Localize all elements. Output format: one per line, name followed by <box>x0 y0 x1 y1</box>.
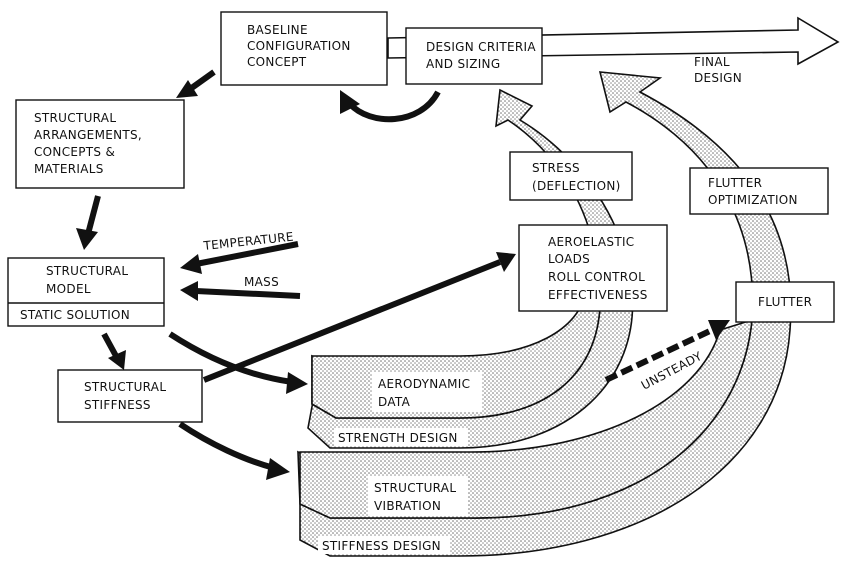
stiffness-band-face <box>299 318 753 519</box>
vibration-line-2: VIBRATION <box>374 499 441 513</box>
flutter-optimization-box: FLUTTER OPTIMIZATION <box>689 167 829 215</box>
stress-box: STRESS (DEFLECTION) <box>509 151 633 201</box>
strength-design-label: STRENGTH DESIGN <box>338 431 458 445</box>
arrow-mass-to-model <box>180 281 301 301</box>
stiffness-design-label-group: STIFFNESS DESIGN <box>318 536 450 554</box>
baseline-line-1: BASELINE <box>247 23 308 37</box>
arrow-criteria-feedback <box>340 90 441 123</box>
design-criteria-line-2: AND SIZING <box>426 57 500 71</box>
baseline-line-3: CONCEPT <box>247 55 307 69</box>
aerodynamic-line-1: AERODYNAMIC <box>378 377 470 391</box>
aerodynamic-line-2: DATA <box>378 395 411 409</box>
structural-model-line-1: STRUCTURAL <box>46 264 128 278</box>
structural-model-box: STRUCTURAL MODEL STATIC SOLUTION <box>7 257 165 327</box>
static-solution-label: STATIC SOLUTION <box>20 308 130 322</box>
arrow-stiffness-to-aeroelastic <box>202 252 516 383</box>
baseline-line-2: CONFIGURATION <box>247 39 351 53</box>
arrangements-line-4: MATERIALS <box>34 162 104 176</box>
stiffness-line-2: STIFFNESS <box>84 398 151 412</box>
structural-vibration-label-group: STRUCTURAL VIBRATION <box>368 476 468 516</box>
strength-design-label-group: STRENGTH DESIGN <box>334 428 468 446</box>
stress-line-1: STRESS <box>532 161 580 175</box>
aerodynamic-data-label-group: AERODYNAMIC DATA <box>372 372 482 412</box>
final-design-line-2: DESIGN <box>694 71 742 85</box>
stiffness-design-label: STIFFNESS DESIGN <box>322 539 441 553</box>
flutter-opt-line-1: FLUTTER <box>708 176 762 190</box>
mass-label: MASS <box>244 275 279 289</box>
stress-line-2: (DEFLECTION) <box>532 179 621 193</box>
final-design-line-1: FINAL <box>694 55 730 69</box>
design-criteria-line-1: DESIGN CRITERIA <box>426 40 536 54</box>
aeroelastic-box: AEROELASTIC LOADS ROLL CONTROL EFFECTIVE… <box>518 224 668 312</box>
stiffness-line-1: STRUCTURAL <box>84 380 166 394</box>
arrangements-line-1: STRUCTURAL <box>34 111 116 125</box>
flutter-box: FLUTTER <box>735 281 835 323</box>
aeroelastic-line-4: EFFECTIVENESS <box>548 288 648 302</box>
arrow-baseline-to-arrangements <box>176 69 216 98</box>
flutter-opt-line-2: OPTIMIZATION <box>708 193 798 207</box>
design-criteria-box: DESIGN CRITERIA AND SIZING <box>405 27 543 85</box>
aeroelastic-line-1: AEROELASTIC <box>548 235 635 249</box>
arrow-stiffness-to-vibration <box>178 421 290 480</box>
vibration-line-1: STRUCTURAL <box>374 481 456 495</box>
flutter-label: FLUTTER <box>758 295 812 309</box>
arrow-temperature-to-model <box>180 241 299 274</box>
structural-model-line-2: MODEL <box>46 282 91 296</box>
aeroelastic-line-3: ROLL CONTROL <box>548 270 645 284</box>
structural-arrangements-box: STRUCTURAL ARRANGEMENTS, CONCEPTS & MATE… <box>15 99 185 189</box>
arrow-solution-to-aero-data <box>168 331 308 394</box>
aeroelastic-line-2: LOADS <box>548 252 590 266</box>
arrangements-line-3: CONCEPTS & <box>34 145 115 159</box>
arrow-arrangements-to-model <box>76 195 101 250</box>
arrow-solution-to-stiffness <box>101 332 126 370</box>
arrangements-line-2: ARRANGEMENTS, <box>34 128 142 142</box>
arrow-unsteady-to-flutter <box>604 320 730 383</box>
structural-stiffness-box: STRUCTURAL STIFFNESS <box>57 369 203 423</box>
baseline-configuration-box: BASELINE CONFIGURATION CONCEPT <box>220 11 388 86</box>
